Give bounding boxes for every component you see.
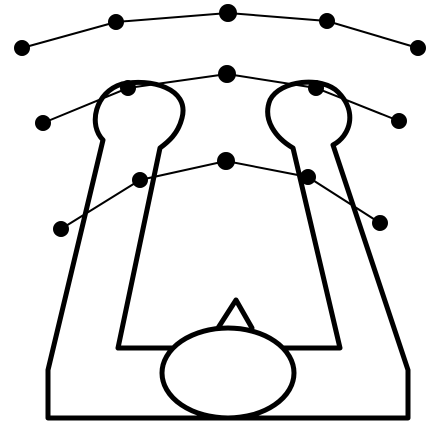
middle-dot-5	[391, 113, 407, 129]
inner-dot-4	[300, 169, 316, 185]
inner-dot-3	[217, 152, 235, 170]
inner-dot-2	[132, 172, 148, 188]
outer-dot-1	[14, 40, 30, 56]
head-shape	[162, 328, 294, 418]
outer-dot-4	[319, 13, 335, 29]
outer-dot-3	[219, 4, 237, 22]
middle-dot-1	[35, 115, 51, 131]
middle-dot-4	[308, 80, 324, 96]
outer-arc-dots	[14, 4, 426, 56]
middle-dot-2	[120, 80, 136, 96]
outer-dot-2	[108, 14, 124, 30]
inner-dot-5	[372, 215, 388, 231]
middle-dot-3	[218, 65, 236, 83]
inner-dot-1	[53, 221, 69, 237]
outer-dot-5	[410, 40, 426, 56]
inner-arc-line	[61, 161, 380, 229]
outer-arc-line	[22, 13, 418, 48]
hood-peak	[218, 300, 252, 328]
